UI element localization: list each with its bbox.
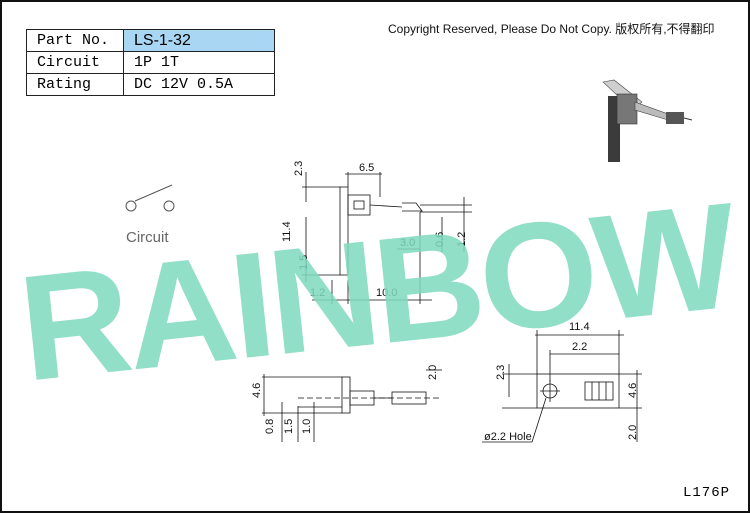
dim-6-5: 6.5 [359,162,374,174]
dim-right-2-0: 2.0 [627,425,639,440]
dim-1-2-right: 1.2 [456,232,468,247]
part-no-value: LS-1-32 [123,29,275,52]
side-view [262,369,442,442]
hole-note: ø2.2 Hole [484,431,532,443]
drawing-code: L176P [682,485,730,501]
product-render [602,79,693,162]
top-view [302,172,472,304]
spec-table: Part No. LS-1-32 Circuit 1P 1T Rating DC… [26,29,275,96]
dim-right-2-2: 2.2 [572,341,587,353]
circuit-symbol [125,184,175,212]
dim-2-3: 2.3 [293,161,305,176]
dim-side-1-0: 1.0 [301,419,313,434]
dim-right-4-6: 4.6 [627,383,639,398]
part-no-label: Part No. [26,29,124,52]
dim-10-0: 10.0 [376,287,397,299]
dim-0-6: 0.6 [434,232,446,247]
dim-1-5: 1.5 [298,255,310,270]
rating-label: Rating [26,73,124,96]
dim-side-1-5: 1.5 [283,419,295,434]
dim-1-2-bottom: 1.2 [310,287,325,299]
dim-right-2-3: 2.3 [495,365,507,380]
rainbow-watermark: RAINBOW [12,170,745,412]
spec-row-part-no: Part No. LS-1-32 [26,29,275,52]
circuit-label: Circuit [26,51,124,74]
dim-side-0-8: 0.8 [264,419,276,434]
circuit-caption: Circuit [126,229,169,246]
dim-side-4-6: 4.6 [251,383,263,398]
rating-value: DC 12V 0.5A [123,73,275,96]
dim-right-11-4: 11.4 [569,321,590,333]
dim-side-2-0: 2.0 [427,365,439,380]
copyright-notice: Copyright Reserved, Please Do Not Copy. … [388,22,715,36]
dim-11-4: 11.4 [281,221,293,242]
dim-3-0: 3.0 [400,237,415,249]
spec-row-rating: Rating DC 12V 0.5A [26,73,275,96]
right-view [482,330,642,443]
